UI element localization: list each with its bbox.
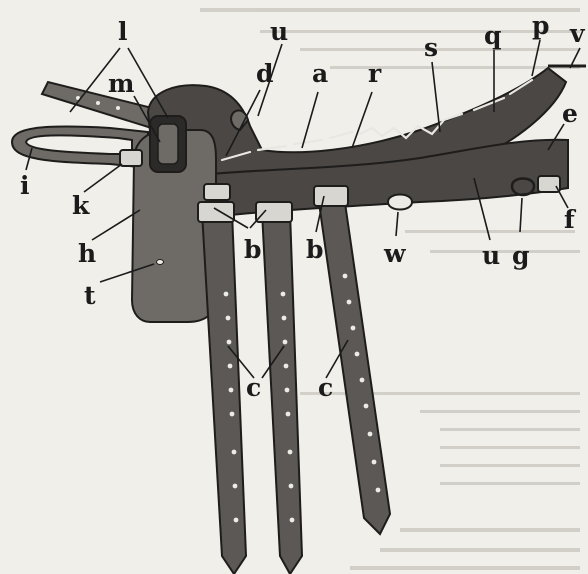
label-i: i	[20, 171, 30, 200]
label-t: t	[84, 281, 96, 310]
label-b-right: b	[306, 235, 323, 264]
buckle-k	[120, 150, 142, 166]
girth-strap-3	[314, 186, 390, 534]
buckle-d	[204, 184, 230, 200]
label-k: k	[72, 191, 90, 220]
label-c-left: c	[246, 373, 261, 402]
label-m: m	[108, 69, 134, 98]
label-s: s	[424, 33, 438, 62]
ring-w	[388, 195, 412, 210]
label-q: q	[484, 21, 501, 50]
label-b-left: b	[244, 235, 261, 264]
label-f: f	[564, 205, 577, 234]
buckle-m	[150, 116, 186, 172]
label-g: g	[512, 241, 529, 270]
label-w: w	[383, 239, 407, 268]
label-a: a	[312, 59, 328, 88]
label-r: r	[368, 59, 382, 88]
label-d: d	[256, 59, 273, 88]
label-v: v	[569, 19, 586, 48]
girth-strap-1	[198, 202, 246, 574]
label-h: h	[78, 239, 96, 268]
label-e: e	[562, 99, 578, 128]
upper-strap-l	[42, 82, 160, 130]
label-u-top: u	[270, 17, 288, 46]
label-l: l	[118, 17, 128, 46]
buckle-f	[538, 176, 560, 192]
girth-strap-2	[256, 202, 302, 574]
label-u-right: u	[482, 241, 500, 270]
rivet-t	[157, 260, 164, 265]
label-p: p	[532, 11, 549, 40]
label-c-right: c	[318, 373, 333, 402]
